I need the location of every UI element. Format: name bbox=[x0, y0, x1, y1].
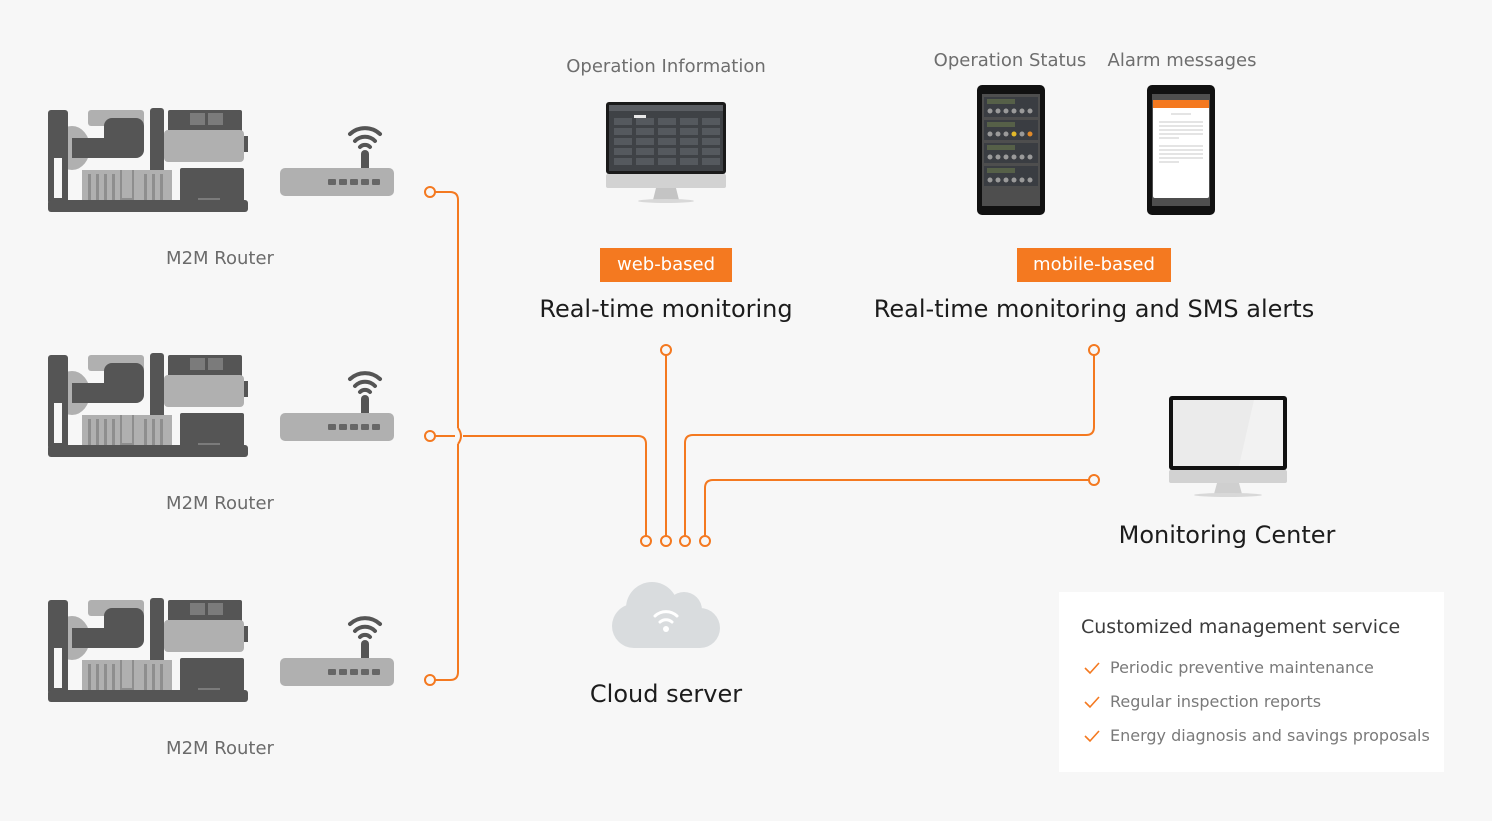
node-cloud-port-2 bbox=[660, 535, 672, 547]
check-icon bbox=[1084, 661, 1100, 674]
service-item: Periodic preventive maintenance bbox=[1083, 658, 1374, 677]
connector-cloud-port-3 bbox=[684, 355, 1095, 536]
wifi-router-icon bbox=[280, 616, 394, 686]
smartphone-status-icon bbox=[977, 85, 1045, 215]
mobile-badge: mobile-based bbox=[1017, 248, 1171, 282]
service-panel: Customized management service Periodic p… bbox=[1059, 592, 1444, 772]
connector-site-1 bbox=[435, 191, 459, 428]
node-cloud-port-1 bbox=[640, 535, 652, 547]
mobile-heading: Real-time monitoring and SMS alerts bbox=[873, 295, 1315, 323]
check-icon bbox=[1084, 729, 1100, 742]
wifi-router-icon bbox=[280, 371, 394, 441]
wifi-router-icon bbox=[280, 126, 394, 196]
check-icon bbox=[1084, 695, 1100, 708]
site-label: M2M Router bbox=[166, 493, 274, 514]
node-site-3 bbox=[424, 674, 436, 686]
node-monitoring-center bbox=[1088, 474, 1100, 486]
node-web bbox=[660, 344, 672, 356]
service-item: Regular inspection reports bbox=[1083, 692, 1321, 711]
generator-icon bbox=[48, 598, 248, 702]
generator-icon bbox=[48, 353, 248, 457]
web-caption: Operation Information bbox=[566, 56, 766, 77]
cloud-server-label: Cloud server bbox=[589, 680, 743, 708]
connector-bus-junction bbox=[457, 427, 462, 445]
service-item-label: Periodic preventive maintenance bbox=[1110, 658, 1374, 677]
node-site-1 bbox=[424, 186, 436, 198]
service-item-label: Energy diagnosis and savings proposals bbox=[1110, 726, 1430, 745]
service-item: Energy diagnosis and savings proposals bbox=[1083, 726, 1430, 745]
desktop-monitor-icon bbox=[606, 102, 726, 203]
web-badge: web-based bbox=[600, 248, 732, 282]
connector-cloud-port-1 bbox=[463, 435, 647, 536]
service-item-label: Regular inspection reports bbox=[1110, 692, 1322, 711]
connector-cloud-port-4 bbox=[704, 479, 1089, 536]
node-cloud-port-3 bbox=[679, 535, 691, 547]
mobile-caption-status: Operation Status bbox=[933, 50, 1087, 71]
generator-icon bbox=[48, 108, 248, 212]
monitoring-center-label: Monitoring Center bbox=[1118, 521, 1336, 549]
mobile-caption-alarm: Alarm messages bbox=[1107, 50, 1257, 71]
smartphone-alarm-icon bbox=[1147, 85, 1215, 215]
node-cloud-port-4 bbox=[699, 535, 711, 547]
connector-site-3 bbox=[435, 444, 459, 681]
site-label: M2M Router bbox=[166, 738, 274, 759]
node-mobile bbox=[1088, 344, 1100, 356]
web-heading: Real-time monitoring bbox=[539, 295, 793, 323]
desktop-monitor-icon bbox=[1169, 396, 1287, 497]
site-label: M2M Router bbox=[166, 248, 274, 269]
cloud-wifi-icon bbox=[612, 582, 720, 648]
service-title: Customized management service bbox=[1081, 616, 1401, 638]
node-site-2 bbox=[424, 430, 436, 442]
